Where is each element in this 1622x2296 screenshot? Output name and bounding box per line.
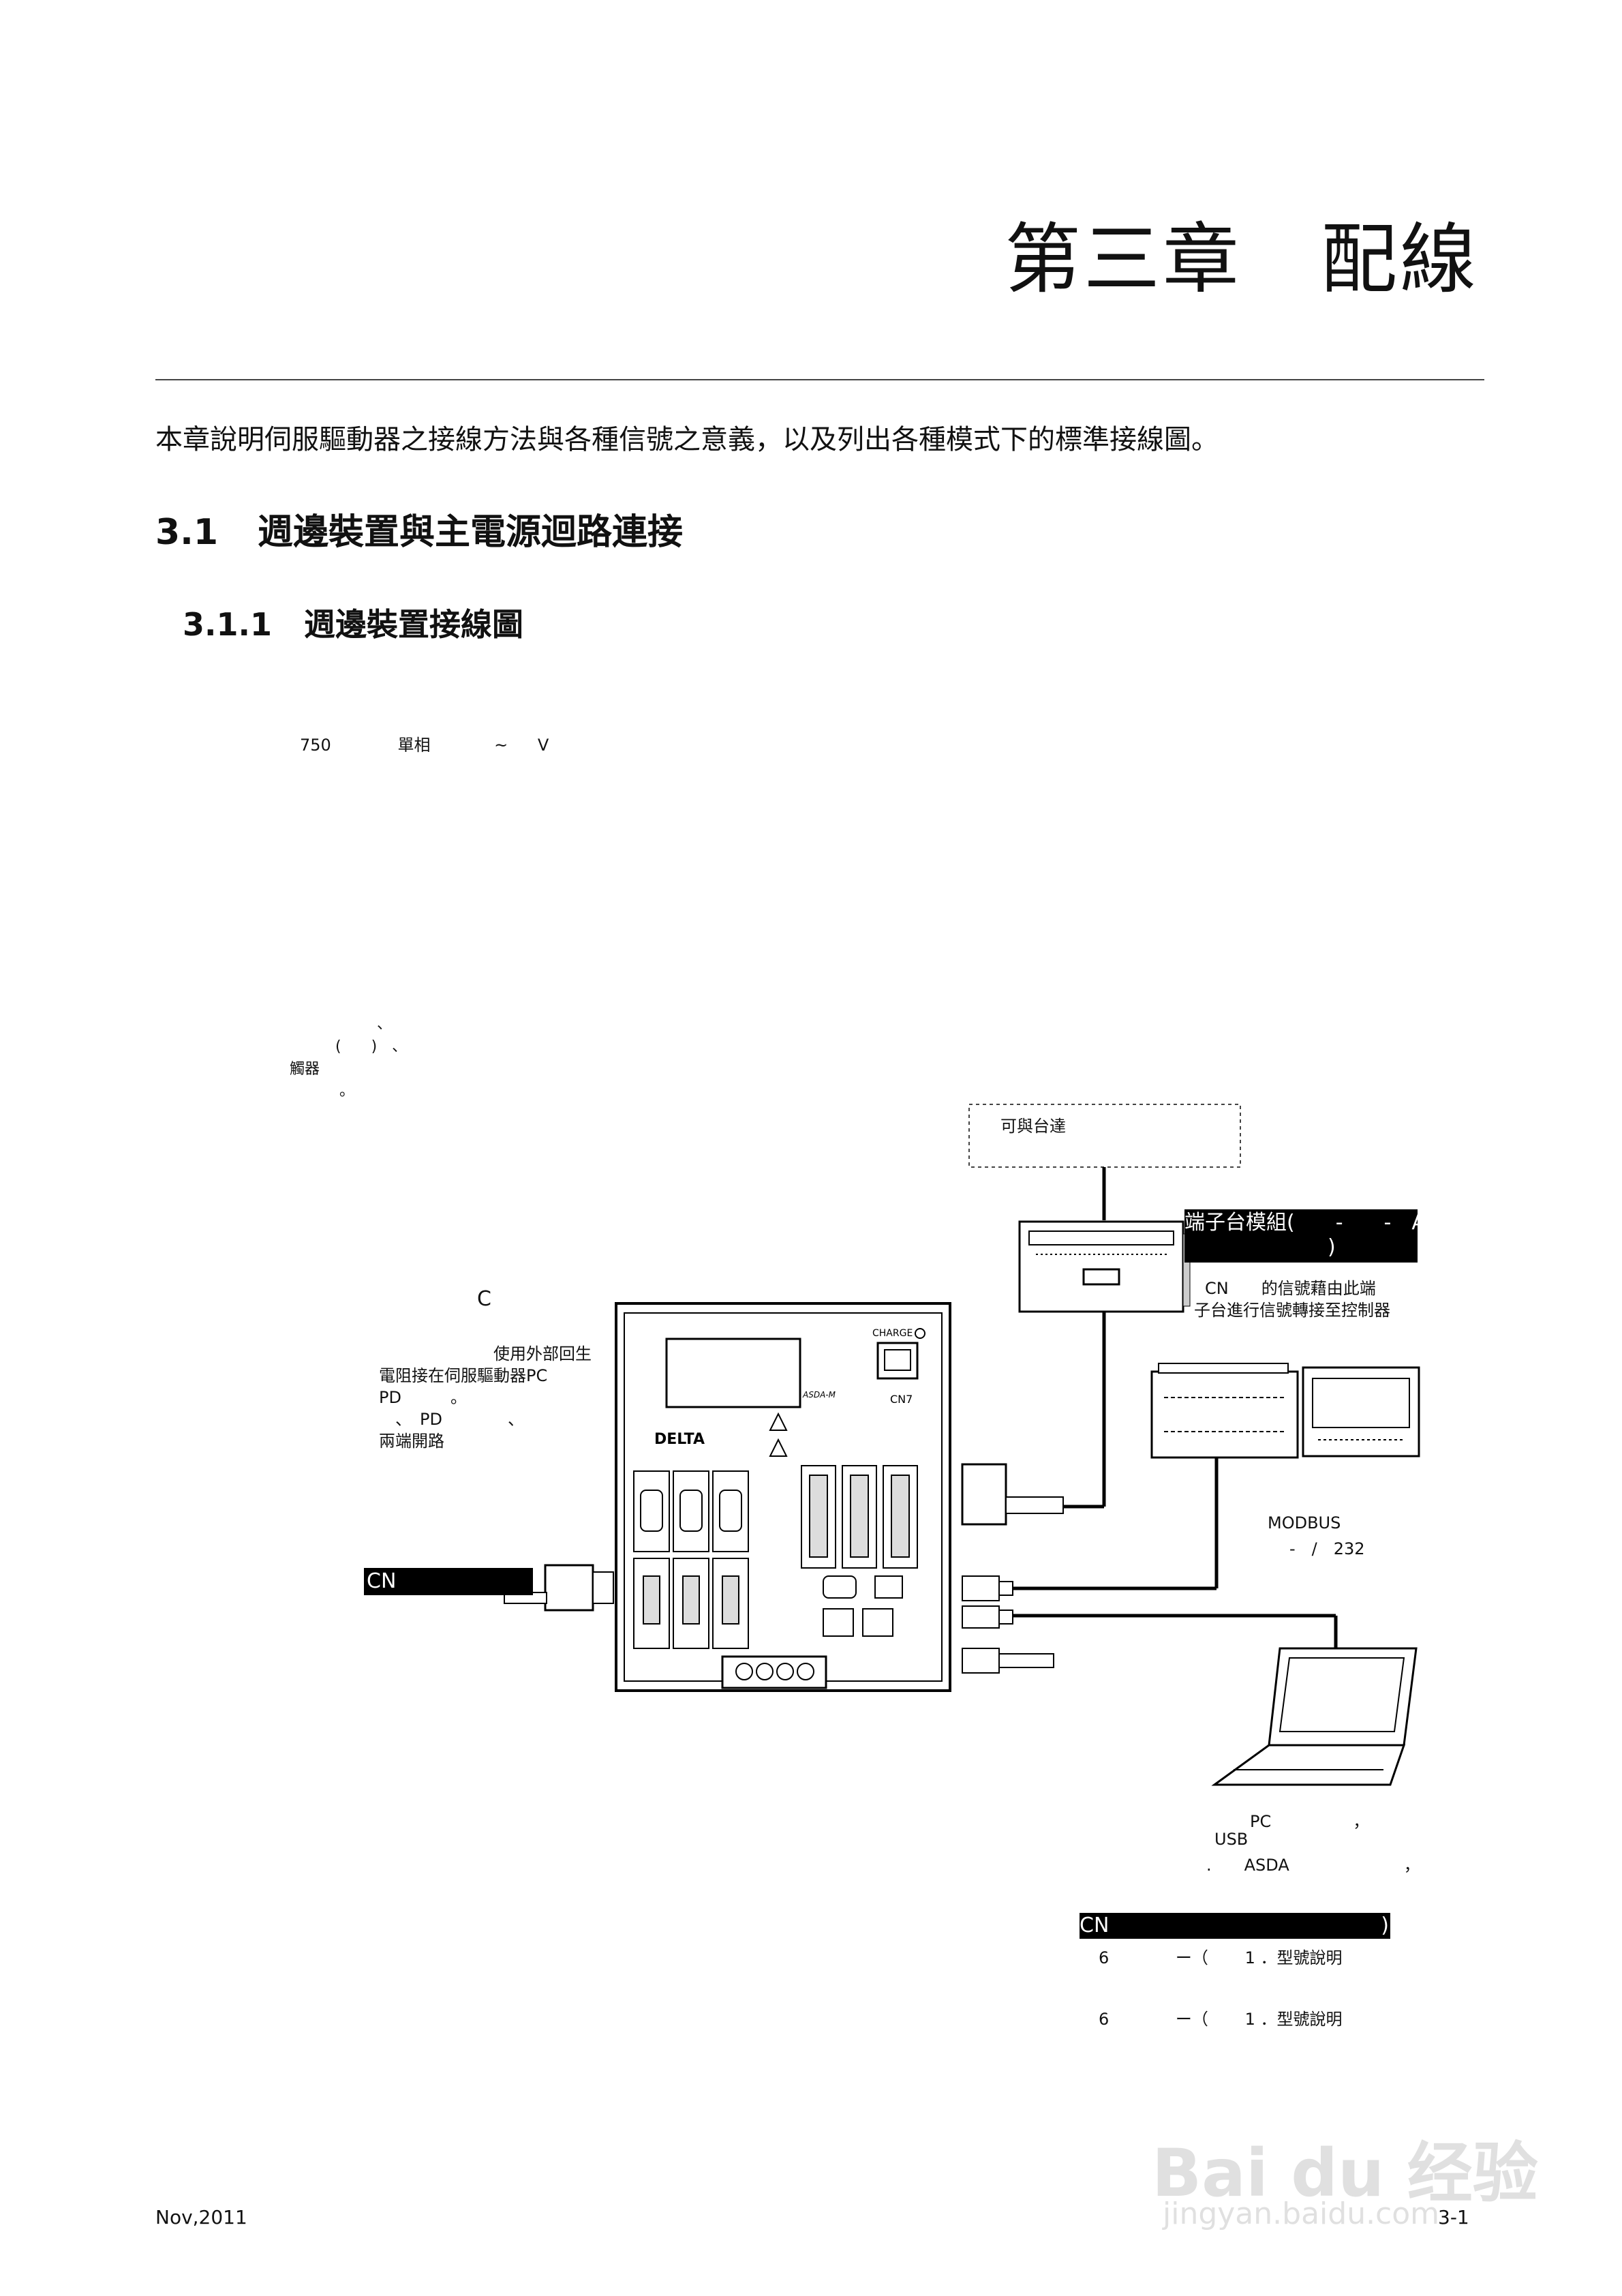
power-volt: V (537, 736, 549, 755)
subsection-title: 週邊裝置接線圖 (304, 606, 523, 643)
cn3-plug (962, 1648, 1054, 1674)
subsection-number: 3.1.1 (183, 606, 272, 643)
watermark-url: jingyan.baidu.com (1163, 2196, 1440, 2231)
cn-bottom-paren: ) (1381, 1914, 1389, 1937)
terminal-desc-line2: 子台進行信號轉接至控制器 (1194, 1301, 1390, 1320)
terminal-module-line1: 端子台模組( - - A (1184, 1211, 1426, 1235)
cn-left-label: CN (364, 1568, 533, 1595)
section-heading: 3.1 週邊裝置與主電源迴路連接 (155, 503, 683, 554)
note-left-line4: 。 (339, 1083, 355, 1100)
power-rating: 750 (300, 736, 331, 755)
section-number: 3.1 (155, 512, 219, 553)
regen-note-line2: 電阻接在伺服驅動器PC (379, 1366, 548, 1385)
note-left-line3: 觸器 (290, 1061, 320, 1078)
model-ref-2: 6 ー（ 1 ．型號說明 (1099, 2006, 1342, 2029)
note-left-line2: ( ) 、 (335, 1038, 408, 1055)
optional-module-box (968, 1104, 1241, 1168)
label-c: C (477, 1287, 491, 1311)
note-left-line1: 、 (377, 1016, 393, 1033)
model-ref-2-page: 6 (1099, 2010, 1110, 2029)
pc-note-line2: USB (1214, 1830, 1249, 1849)
regen-note-line3: PD 。 (379, 1388, 467, 1407)
intro-paragraph: 本章說明伺服驅動器之接線方法與各種信號之意義，以及列出各種模式下的標準接線圖。 (155, 424, 1219, 455)
model-ref-1-text: 1 ．型號說明 (1244, 1948, 1343, 1967)
usb-plug (962, 1605, 1013, 1629)
subsection-heading: 3.1.1 週邊裝置接線圖 (183, 600, 523, 645)
laptop-pc (1211, 1647, 1418, 1786)
power-label: 750 單相 ~ V (300, 731, 549, 755)
watermark-brand: Bai du 经验 (1152, 2135, 1538, 2211)
cn-bottom-label: CN ) (1080, 1913, 1390, 1939)
cn1-plug (961, 1463, 1064, 1526)
modbus-line1: MODBUS (1268, 1513, 1341, 1532)
servo-drive: CHARGE CN7 ASDA-M DELTA (615, 1302, 951, 1692)
charge-label: CHARGE (872, 1328, 913, 1339)
modbus-line2: - / 232 (1289, 1539, 1365, 1558)
regen-note-line4: 、 PD 、 (395, 1410, 524, 1429)
regen-note-line1: 使用外部回生 (493, 1344, 592, 1363)
section-title: 週邊裝置與主電源迴路連接 (258, 512, 684, 553)
plc-device (1150, 1363, 1299, 1459)
brand-logo: DELTA (654, 1431, 705, 1448)
rs232-plug (962, 1575, 1013, 1601)
warning-icon (769, 1438, 788, 1457)
charge-led (915, 1328, 925, 1339)
terminal-module-label: 端子台模組( - - A ) (1184, 1209, 1426, 1263)
footer-date: Nov,2011 (155, 2206, 247, 2229)
cn-bottom-text: CN (1080, 1914, 1110, 1937)
caution-icon (769, 1412, 788, 1431)
hmi-device (1302, 1366, 1420, 1457)
terminal-block-module (1018, 1220, 1191, 1313)
model-ref-1-page: 6 (1099, 1948, 1110, 1967)
model-ref-2-dash: ー（ (1175, 2010, 1208, 2029)
terminal-module-line2: ) (1328, 1235, 1336, 1259)
left-connector (504, 1564, 614, 1612)
chapter-title: 第三章 配線 (1005, 215, 1479, 304)
header-divider (155, 379, 1484, 380)
cn7-label: CN7 (890, 1393, 913, 1406)
terminal-desc-line1: CN 的信號藉由此端 (1205, 1279, 1376, 1298)
optional-box-text: 可與台達 (1000, 1117, 1066, 1136)
regen-note-line5: 兩端開路 (379, 1432, 444, 1451)
power-phase: 單相 (397, 736, 431, 755)
power-tilde: ~ (494, 736, 508, 755)
footer-page-number: 3-1 (1438, 2206, 1469, 2229)
model-ref-1-dash: ー（ (1175, 1948, 1208, 1967)
pc-note-line3: . ASDA ， (1206, 1856, 1420, 1875)
model-ref-2-text: 1 ．型號說明 (1244, 2010, 1343, 2029)
pc-note-line1: PC ， (1250, 1812, 1370, 1831)
model-ref-1: 6 ー（ 1 ．型號說明 (1099, 1944, 1342, 1968)
model-label: ASDA-M (802, 1390, 836, 1400)
